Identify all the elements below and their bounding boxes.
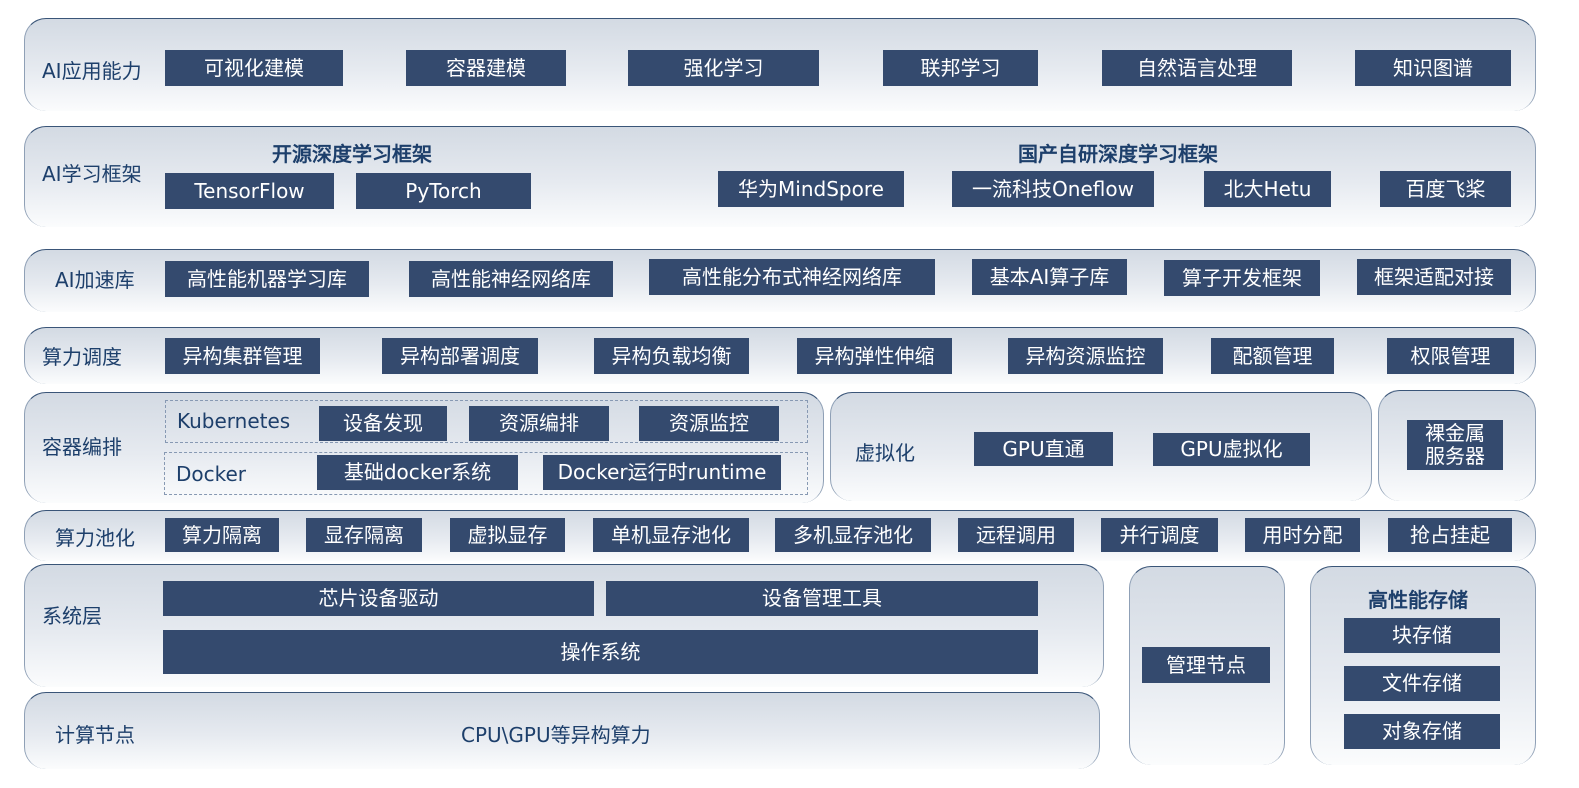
pooling-item: 算力隔离 <box>165 518 279 552</box>
pooling-item: 用时分配 <box>1245 518 1360 552</box>
ai-app-item: 知识图谱 <box>1355 50 1511 86</box>
pooling-item: 并行调度 <box>1101 518 1218 552</box>
framework-item: 一流科技Oneflow <box>952 171 1154 207</box>
framework-item: TensorFlow <box>165 173 334 209</box>
ai-app-item: 强化学习 <box>628 50 819 86</box>
accel-item: 高性能神经网络库 <box>409 261 613 297</box>
pooling-item: 远程调用 <box>958 518 1074 552</box>
accel-item: 框架适配对接 <box>1357 259 1511 295</box>
virtualization-item: GPU虚拟化 <box>1153 433 1310 466</box>
scheduling-label: 算力调度 <box>42 345 122 369</box>
compute-content: CPU\GPU等异构算力 <box>461 723 651 747</box>
pooling-item: 单机显存池化 <box>593 518 749 552</box>
framework-item: PyTorch <box>356 173 531 209</box>
open-source-heading: 开源深度学习框架 <box>272 142 432 166</box>
ai-accel-label: AI加速库 <box>55 268 135 292</box>
virtualization-label: 虚拟化 <box>855 441 915 465</box>
framework-item: 北大Hetu <box>1204 171 1331 207</box>
system-item: 芯片设备驱动 <box>163 581 594 616</box>
pooling-item: 抢占挂起 <box>1388 518 1512 552</box>
storage-item: 对象存储 <box>1344 714 1500 749</box>
ai-app-item: 自然语言处理 <box>1102 50 1292 86</box>
accel-item: 算子开发框架 <box>1164 260 1320 296</box>
scheduling-item: 异构弹性伸缩 <box>797 338 952 374</box>
docker-label: Docker <box>176 462 247 486</box>
system-item: 操作系统 <box>163 630 1038 674</box>
scheduling-item: 异构资源监控 <box>1008 338 1163 374</box>
scheduling-item: 权限管理 <box>1387 338 1514 374</box>
storage-item: 文件存储 <box>1344 666 1500 701</box>
domestic-heading: 国产自研深度学习框架 <box>1018 142 1218 166</box>
system-label: 系统层 <box>42 604 102 628</box>
virtualization-item: GPU直通 <box>974 432 1113 466</box>
framework-item: 华为MindSpore <box>718 171 904 207</box>
container-label: 容器编排 <box>42 435 122 459</box>
storage-item: 块存储 <box>1344 618 1500 653</box>
pooling-item: 显存隔离 <box>306 518 422 552</box>
accel-item: 基本AI算子库 <box>972 259 1127 295</box>
docker-item: 基础docker系统 <box>317 455 518 490</box>
kubernetes-item: 设备发现 <box>319 406 447 441</box>
bare-metal-server: 裸金属服务器 <box>1407 420 1503 470</box>
accel-item: 高性能机器学习库 <box>165 261 369 297</box>
kubernetes-item: 资源监控 <box>639 406 779 441</box>
pooling-label: 算力池化 <box>55 526 135 550</box>
ai-app-label: AI应用能力 <box>42 59 142 83</box>
kubernetes-group <box>165 400 808 443</box>
ai-app-item: 容器建模 <box>406 50 566 86</box>
pooling-item: 多机显存池化 <box>775 518 931 552</box>
ai-app-item: 联邦学习 <box>883 50 1038 86</box>
docker-item: Docker运行时runtime <box>543 455 781 490</box>
accel-item: 高性能分布式神经网络库 <box>649 259 935 295</box>
compute-label: 计算节点 <box>55 723 135 747</box>
scheduling-item: 异构负载均衡 <box>594 338 749 374</box>
system-item: 设备管理工具 <box>606 581 1038 616</box>
compute-layer <box>24 692 1100 769</box>
scheduling-item: 异构部署调度 <box>382 338 538 374</box>
management-node: 管理节点 <box>1142 647 1270 683</box>
kubernetes-label: Kubernetes <box>177 409 291 433</box>
pooling-item: 虚拟显存 <box>450 518 565 552</box>
framework-item: 百度飞桨 <box>1380 171 1511 207</box>
scheduling-item: 异构集群管理 <box>165 338 320 374</box>
storage-heading: 高性能存储 <box>1368 588 1468 612</box>
ai-framework-label: AI学习框架 <box>42 162 142 186</box>
scheduling-item: 配额管理 <box>1211 338 1334 374</box>
kubernetes-item: 资源编排 <box>469 406 609 441</box>
ai-app-item: 可视化建模 <box>165 50 343 86</box>
docker-group <box>164 452 808 495</box>
